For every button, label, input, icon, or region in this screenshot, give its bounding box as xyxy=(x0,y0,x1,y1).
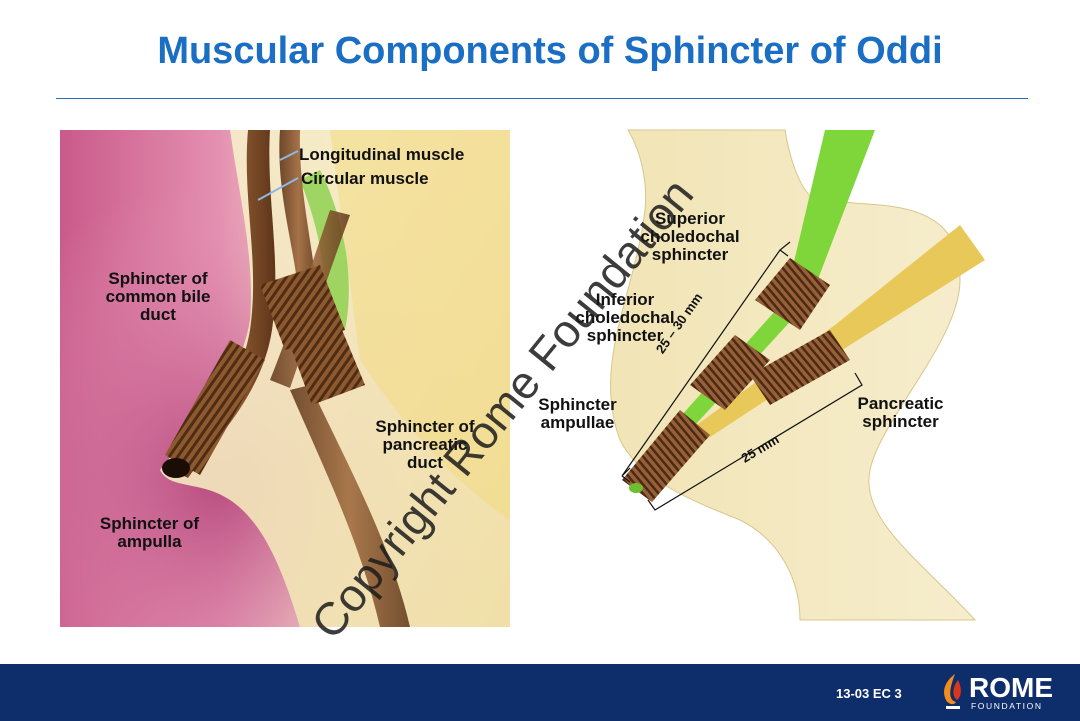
pancreatic-coil xyxy=(750,330,850,405)
label-line: Sphincter of xyxy=(375,417,475,436)
title-divider xyxy=(56,98,1028,99)
label-line: choledochal xyxy=(640,227,740,246)
label-line: duct xyxy=(140,305,176,324)
slide-title: Muscular Components of Sphincter of Oddi xyxy=(157,30,943,72)
label-sphincter-ampulla: Sphincter of ampulla xyxy=(82,515,217,551)
label-line: Inferior xyxy=(595,290,655,309)
circular-pointer xyxy=(257,177,299,201)
label-circular-muscle: Circular muscle xyxy=(301,169,429,188)
label-line: ampulla xyxy=(117,532,182,551)
label-line: duct xyxy=(407,453,443,472)
label-line: sphincter xyxy=(586,326,664,345)
ampullae-coil xyxy=(622,410,710,502)
rome-flame-icon xyxy=(944,674,961,709)
label-line: common bile xyxy=(105,287,211,306)
label-line: pancreatic xyxy=(382,435,468,454)
dimension-bracket-short xyxy=(647,372,863,511)
longitudinal-pointer xyxy=(279,150,299,161)
right-schematic-illustration xyxy=(610,129,985,621)
label-line: Sphincter xyxy=(538,395,617,414)
label-superior-choledochal-sphincter: Superior choledochal sphincter xyxy=(630,210,750,264)
label-line: Sphincter of xyxy=(108,269,208,288)
label-sphincter-common-bile-duct: Sphincter of common bile duct xyxy=(88,270,228,324)
label-sphincter-pancreatic-duct: Sphincter of pancreatic duct xyxy=(360,418,490,472)
slide-code: 13-03 EC 3 xyxy=(836,686,902,701)
illustration-canvas xyxy=(60,129,985,627)
label-line: choledochal xyxy=(575,308,675,327)
label-line: Superior xyxy=(655,209,725,228)
dimension-bracket-long xyxy=(621,241,791,477)
rome-logo-word: ROME xyxy=(969,672,1053,703)
label-pancreatic-sphincter: Pancreatic sphincter xyxy=(848,395,953,431)
superior-choledochal-coil xyxy=(755,258,830,330)
label-line: Pancreatic xyxy=(857,394,944,413)
inferior-choledochal-coil xyxy=(690,335,770,410)
rome-logo-subtitle: FOUNDATION xyxy=(971,701,1043,711)
label-longitudinal-muscle: Longitudinal muscle xyxy=(299,145,465,164)
label-line: sphincter xyxy=(651,245,729,264)
ampulla-opening xyxy=(162,458,190,478)
label-line: sphincter xyxy=(862,412,939,431)
label-inferior-choledochal-sphincter: Inferior choledochal sphincter xyxy=(565,291,685,345)
label-line: ampullae xyxy=(540,413,615,432)
label-line: Sphincter of xyxy=(99,514,200,533)
left-anatomy-illustration xyxy=(60,130,510,627)
label-sphincter-ampullae: Sphincter ampullae xyxy=(530,396,625,432)
footer-bar xyxy=(0,664,1080,721)
